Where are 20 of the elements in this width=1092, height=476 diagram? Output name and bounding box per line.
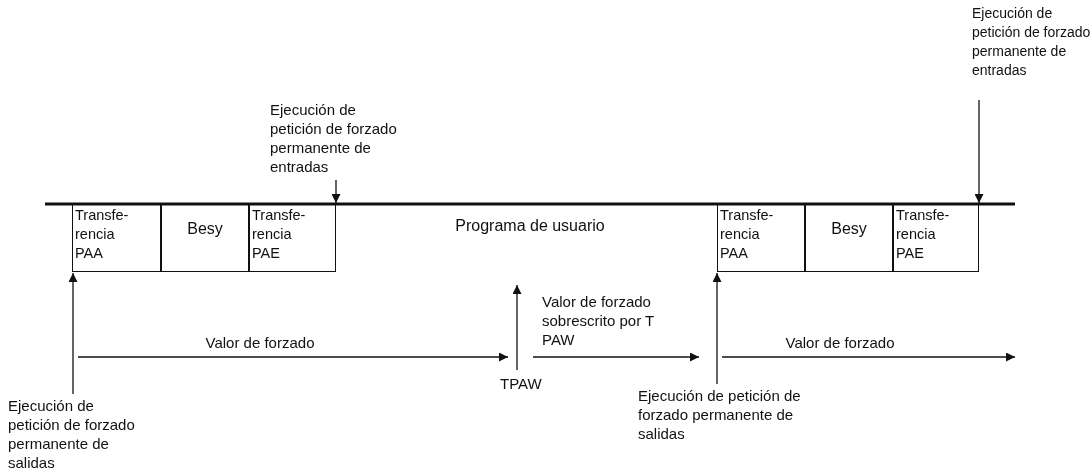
process-box: Transfe- rencia PAE [893,204,979,272]
annotation-text: Ejecución de petición de forzado permanente de salidas [638,386,818,443]
process-box: Transfe- rencia PAA [717,204,805,272]
annotation-text: Ejecución de petición de forzado permanente de entradas [972,4,1092,80]
phase-label: Programa de usuario [454,216,606,235]
annotation-text: TPAW [500,374,545,393]
duration-label: Valor de forzado [784,333,896,352]
arrow [331,179,341,204]
process-box: Transfe- rencia PAA [72,204,161,272]
annotation-text: Ejecución de petición de forzado permanente de entradas [270,100,410,176]
duration-label: Valor de forzado sobrescrito por T PAW [542,292,655,349]
arrow [974,99,984,204]
process-box: Transfe- rencia PAE [249,204,336,272]
annotation-text: Ejecución de petición de forzado permanente de salidas [8,396,148,472]
arrow [68,272,78,395]
arrow [512,284,522,371]
process-box: Besy [805,204,893,272]
duration-label: Valor de forzado [204,333,316,352]
process-box: Besy [161,204,249,272]
arrow [712,272,722,385]
